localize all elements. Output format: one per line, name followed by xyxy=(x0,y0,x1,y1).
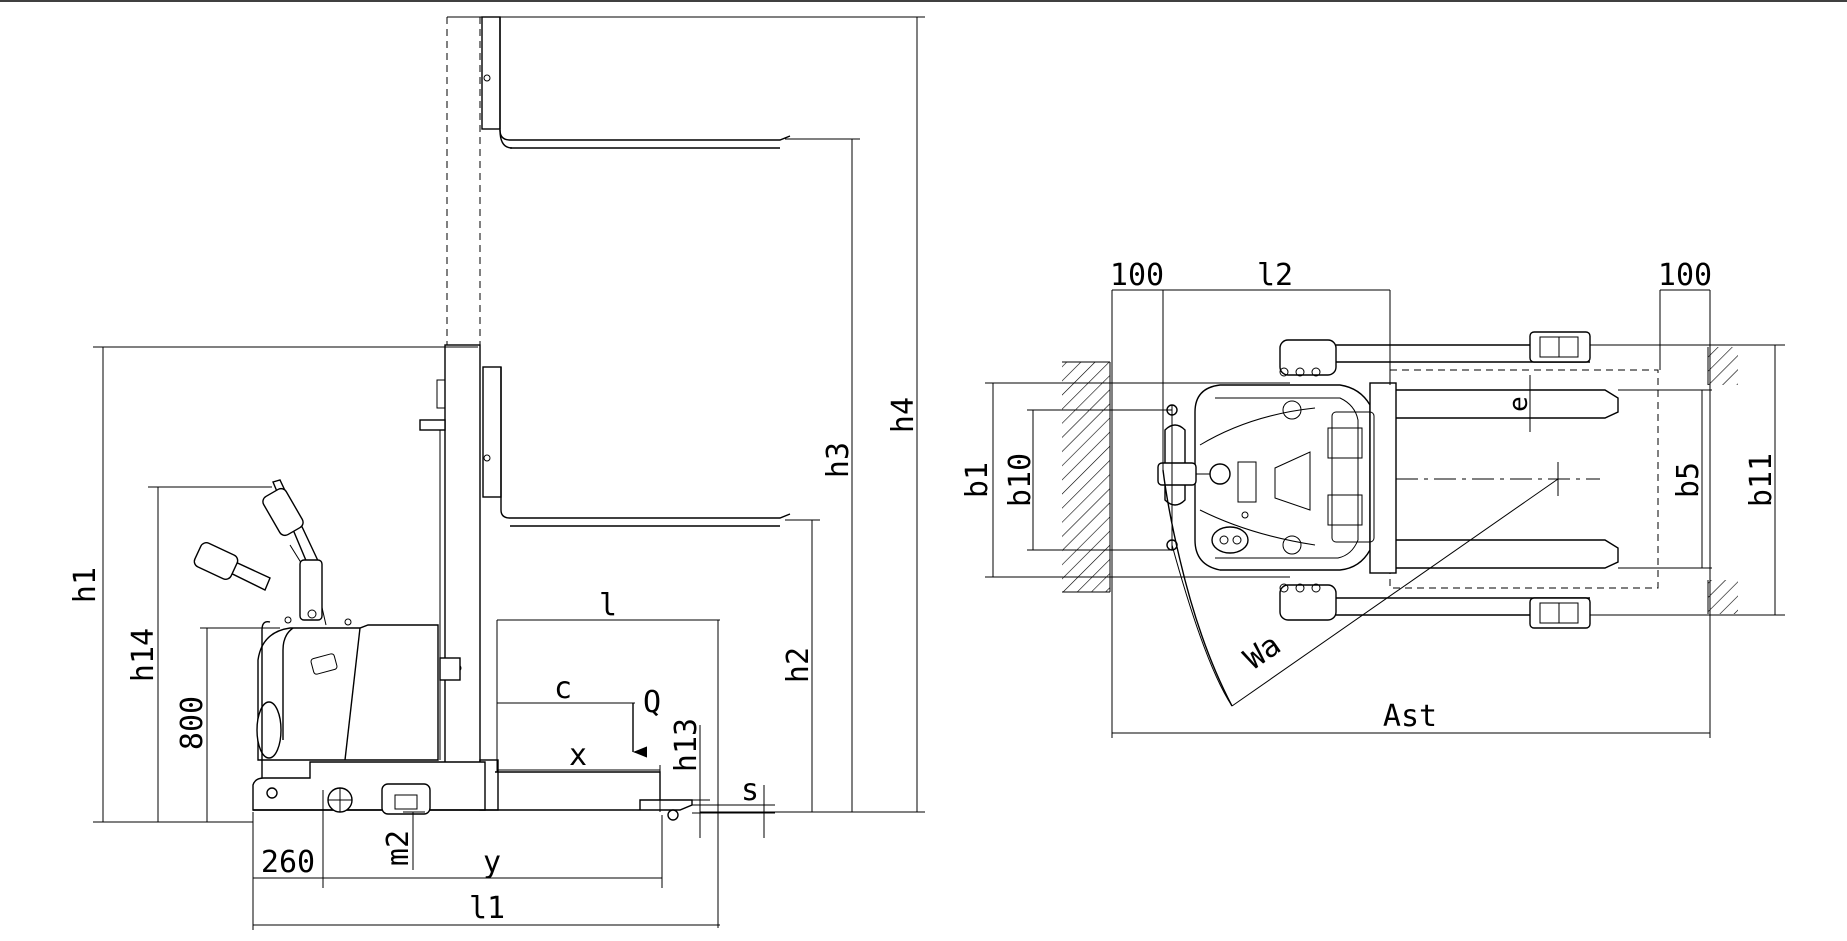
dimension-m2: m2 xyxy=(381,811,425,870)
label-wa: Wa xyxy=(1238,628,1288,677)
label-100-right: 100 xyxy=(1658,258,1712,293)
label-l: l xyxy=(599,588,617,623)
dimension-h14: h14 xyxy=(126,486,272,822)
label-y: y xyxy=(483,845,501,880)
label-l1: l1 xyxy=(469,891,505,926)
label-h3: h3 xyxy=(821,442,856,478)
dimension-b1: b1 xyxy=(960,382,1290,578)
chassis-base xyxy=(252,761,693,821)
label-ast: Ast xyxy=(1383,699,1437,734)
dimension-c: c xyxy=(496,620,635,772)
truck-top xyxy=(1157,382,1397,574)
label-b10: b10 xyxy=(1003,453,1038,507)
label-b11: b11 xyxy=(1744,453,1779,507)
label-800: 800 xyxy=(175,696,210,750)
lowered-fork-carriage xyxy=(479,366,791,811)
label-100-left: 100 xyxy=(1110,258,1164,293)
dimension-h1: h1 xyxy=(68,346,478,823)
label-h1: h1 xyxy=(68,567,103,603)
aisle-walls xyxy=(1062,347,1738,614)
label-c: c xyxy=(554,671,572,706)
label-s: s xyxy=(741,773,759,808)
mast xyxy=(419,344,481,766)
tiller-arm xyxy=(193,479,352,626)
label-b1: b1 xyxy=(960,462,995,498)
fork-upper xyxy=(1396,389,1619,419)
label-b5: b5 xyxy=(1671,462,1706,498)
dimension-x: x xyxy=(497,738,661,812)
outrigger-lower xyxy=(1279,583,1591,629)
label-e: e xyxy=(1504,396,1534,412)
dimension-h13: h13 xyxy=(660,718,710,838)
label-h14: h14 xyxy=(126,628,161,682)
label-260: 260 xyxy=(261,845,315,880)
truck-body xyxy=(256,620,461,782)
dimension-l2: l2 xyxy=(1163,258,1391,385)
dimension-260: 260 xyxy=(252,790,324,930)
dimension-l: l xyxy=(497,588,720,928)
pallet-outline xyxy=(1389,369,1659,589)
dimension-e: e xyxy=(1504,375,1540,432)
dimension-100-left: 100 xyxy=(1110,258,1164,738)
label-h4: h4 xyxy=(886,397,921,433)
label-m2: m2 xyxy=(381,830,416,866)
label-l2: l2 xyxy=(1257,258,1293,293)
dimension-y: y xyxy=(323,815,663,888)
raised-fork-carriage xyxy=(481,16,791,149)
fork-lower xyxy=(1396,539,1619,569)
label-h2: h2 xyxy=(781,647,816,683)
dimension-ast: Ast xyxy=(1112,699,1710,734)
label-q: Q xyxy=(643,685,661,720)
dimension-b5: b5 xyxy=(1618,389,1712,569)
outrigger-upper xyxy=(1279,331,1591,377)
side-view: h1 h14 800 h2 h3 h4 xyxy=(68,16,925,930)
dimension-l1: l1 xyxy=(253,891,720,926)
dimension-s: s xyxy=(692,773,775,838)
dimension-b11: b11 xyxy=(1590,344,1785,616)
dimension-h3: h3 xyxy=(785,138,860,812)
mast-extended-outline xyxy=(446,16,481,345)
label-h13: h13 xyxy=(669,718,704,772)
dimension-b10: b10 xyxy=(1003,409,1172,551)
dimension-h4: h4 xyxy=(448,16,925,812)
dimension-800: 800 xyxy=(175,627,280,822)
dimension-100-right: 100 xyxy=(1658,258,1712,738)
top-view: Wa 100 l2 100 b1 xyxy=(960,258,1785,738)
dimension-h2: h2 xyxy=(781,519,820,812)
label-x: x xyxy=(569,738,587,773)
